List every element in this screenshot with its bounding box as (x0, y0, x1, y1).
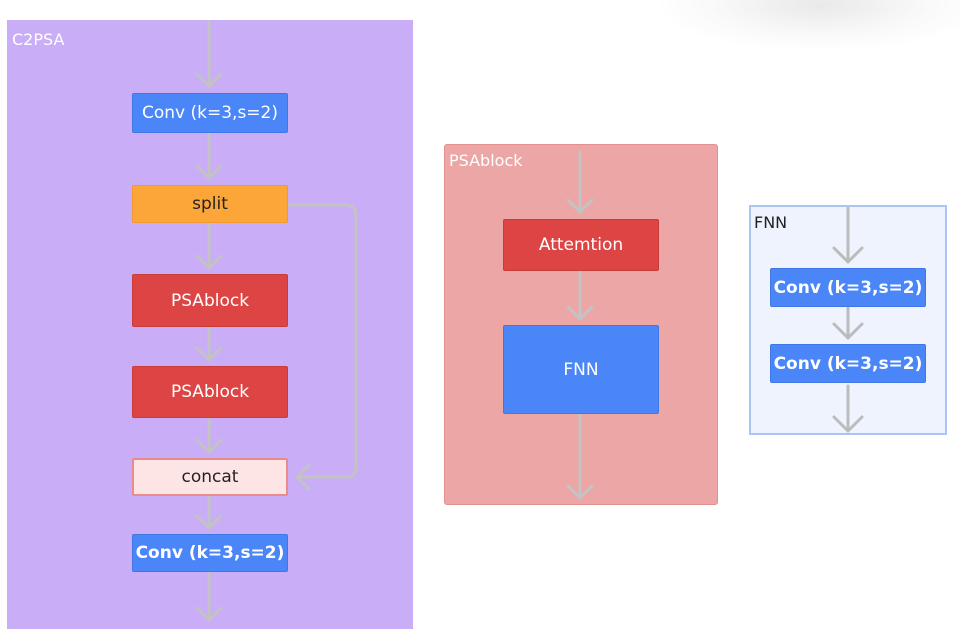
arrowhead-psablock-to-concat (195, 438, 223, 454)
fnn-arrows (832, 206, 864, 433)
arrowhead-split-to-psablock (195, 254, 223, 270)
arrowhead-fnn-input (832, 246, 864, 264)
arrow-split-bypass (287, 203, 358, 479)
psablock-fnn-block[interactable]: FNN (503, 325, 659, 414)
fnn-panel-title: FNN (754, 213, 788, 232)
arrowhead-conv-to-split (195, 164, 223, 180)
psablock-panel-title: PSAblock (449, 151, 523, 170)
fnn-conv-1-block[interactable]: Conv (k=3,s=2) (770, 268, 926, 307)
arrowhead-concat-to-conv (195, 514, 223, 530)
arrowhead-attention-to-fnn (566, 305, 594, 321)
c2psa-psablock-1[interactable]: PSAblock (132, 274, 288, 327)
concat-block[interactable]: concat (132, 458, 288, 496)
arrowhead-fnn-output (832, 415, 864, 433)
c2psa-conv-bottom-block[interactable]: Conv (k=3,s=2) (132, 534, 288, 572)
split-block[interactable]: split (132, 185, 288, 223)
psablock-arrows (566, 150, 594, 500)
arrowhead-fnn-conv-to-conv (832, 322, 864, 340)
arrowhead-psa-output (566, 484, 594, 500)
c2psa-conv-top-block[interactable]: Conv (k=3,s=2) (132, 93, 288, 133)
c2psa-psablock-2[interactable]: PSAblock (132, 366, 288, 418)
arrowhead-input-to-conv (195, 72, 223, 88)
arrowhead-psablock-to-psablock (195, 346, 223, 362)
arrowhead-psa-input (566, 198, 594, 214)
arrowhead-split-bypass (295, 463, 311, 491)
fnn-conv-2-block[interactable]: Conv (k=3,s=2) (770, 344, 926, 383)
c2psa-arrows (195, 20, 358, 622)
c2psa-panel-title: C2PSA (12, 30, 65, 49)
arrowhead-conv-output (195, 606, 223, 622)
attention-block[interactable]: Attemtion (503, 219, 659, 271)
